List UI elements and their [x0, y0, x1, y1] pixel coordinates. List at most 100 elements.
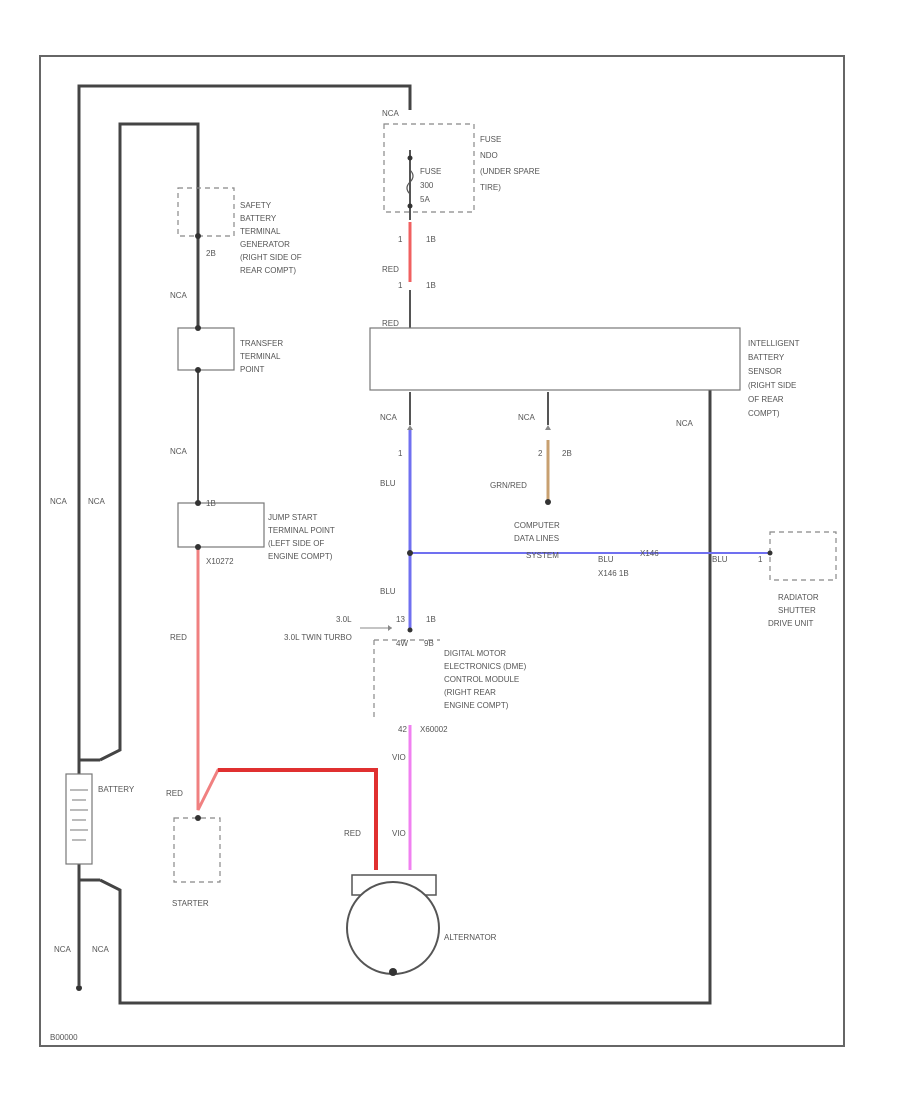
alternator-label: ALTERNATOR — [444, 933, 497, 942]
dme-label-2: ELECTRONICS (DME) — [444, 662, 527, 671]
pin-2b-label: 2B — [562, 449, 572, 458]
dme-label-3: CONTROL MODULE — [444, 675, 519, 684]
outer-loop-wire — [77, 84, 412, 950]
fuse-inner-label-3: 5A — [420, 195, 430, 204]
blu-4-label: BLU — [380, 587, 396, 596]
pin-2-label: 2 — [538, 449, 543, 458]
ibs-label-5: OF REAR — [748, 395, 784, 404]
transfer-label-3: POINT — [240, 365, 265, 374]
3-0l-label: 3.0L — [336, 615, 352, 624]
nca-ibs-left: NCA — [380, 413, 398, 422]
dme-label-4: (RIGHT REAR — [444, 688, 496, 697]
pin-42-label: 42 — [398, 725, 407, 734]
twin-turbo-pin-b-label: 9B — [424, 639, 434, 648]
red-left-label: RED — [170, 633, 187, 642]
nca-bot-1: NCA — [54, 945, 72, 954]
transfer-label-1: TRANSFER — [240, 339, 283, 348]
safety-label-1: SAFETY — [240, 201, 272, 210]
ground-dot — [76, 985, 82, 991]
jump-label-1: JUMP START — [268, 513, 317, 522]
computer-label-1: COMPUTER — [514, 521, 560, 530]
vio-1-label: VIO — [392, 753, 406, 762]
fuse-title-label-3: (UNDER SPARE — [480, 167, 540, 176]
starter-label: STARTER — [172, 899, 209, 908]
fuse-title-label: FUSE — [480, 135, 501, 144]
ibs-label-3: SENSOR — [748, 367, 782, 376]
vio-2-label: VIO — [392, 829, 406, 838]
3-0l-pin-label: 13 — [396, 615, 405, 624]
radiator-shutter-outline — [769, 531, 837, 581]
nca-ibs-mid: NCA — [518, 413, 536, 422]
x146-label: X146 — [640, 549, 659, 558]
ibs-red-label: RED — [382, 319, 399, 328]
3-0l-pin-b-label: 1B — [426, 615, 436, 624]
safety-label-5: (RIGHT SIDE OF — [240, 253, 302, 262]
ibs-label-1: INTELLIGENT — [748, 339, 800, 348]
fuse-title-label-2: NDO — [480, 151, 498, 160]
fuse-symbol-icon — [406, 169, 414, 195]
jump-code-label: X10272 — [206, 557, 234, 566]
safety-label-4: GENERATOR — [240, 240, 290, 249]
safety-label-3: TERMINAL — [240, 227, 281, 236]
fuse-pin-bot-b: 1B — [426, 281, 436, 290]
ibs-module-box — [369, 327, 741, 391]
jump-label-3: (LEFT SIDE OF — [268, 539, 324, 548]
fuse-red-label: RED — [382, 265, 399, 274]
nca-bot-2: NCA — [92, 945, 110, 954]
jump-label-2: TERMINAL POINT — [268, 526, 335, 535]
safety-label-2: BATTERY — [240, 214, 277, 223]
dme-code-label: X60002 — [420, 725, 448, 734]
red-alternator-wire — [218, 768, 378, 870]
fuse-box-outline — [383, 123, 475, 213]
nca-left-1: NCA — [170, 291, 188, 300]
inner-loop-wire — [99, 122, 200, 762]
computer-label-3: SYSTEM — [526, 551, 559, 560]
fuse-pin-top: 1 — [398, 235, 403, 244]
radiator-label-1: RADIATOR — [778, 593, 819, 602]
safety-label-6: REAR COMPT) — [240, 266, 296, 275]
ibs-label-4: (RIGHT SIDE — [748, 381, 796, 390]
battery-label: BATTERY — [98, 785, 135, 794]
twin-turbo-label: 3.0L TWIN TURBO — [284, 633, 352, 642]
safety-terminal-outline — [177, 187, 235, 237]
fuse-inner-label-1: FUSE — [420, 167, 441, 176]
grn-red-terminal — [545, 499, 551, 505]
bottom-loop-wire — [99, 390, 712, 1005]
nca-top-label: NCA — [382, 109, 400, 118]
twin-turbo-pin-label: 4W — [396, 639, 408, 648]
transfer-label-2: TERMINAL — [240, 352, 281, 361]
red-alt-label: RED — [344, 829, 361, 838]
red-batt-label: RED — [166, 789, 183, 798]
diagram-frame — [39, 55, 845, 1047]
ibs-label-6: COMPT) — [748, 409, 780, 418]
nca-inner-label: NCA — [88, 497, 106, 506]
nca-outer-label: NCA — [50, 497, 68, 506]
jump-pin-label: 1B — [206, 499, 216, 508]
pin-c1-label: 1 — [758, 555, 763, 564]
x146-pin-label: X146 1B — [598, 569, 629, 578]
jump-label-4: ENGINE COMPT) — [268, 552, 333, 561]
red-starter-wire — [196, 548, 378, 870]
blu-3-label: BLU — [712, 555, 728, 564]
dme-label-5: ENGINE COMPT) — [444, 701, 509, 710]
grn-red-label: GRN/RED — [490, 481, 527, 490]
blu-1-label: BLU — [380, 479, 396, 488]
fuse-inner-label-2: 300 — [420, 181, 434, 190]
dme-label-1: DIGITAL MOTOR — [444, 649, 506, 658]
nca-left-2: NCA — [170, 447, 188, 456]
pin-1-label: 1 — [398, 449, 403, 458]
alternator-icon — [346, 881, 440, 975]
computer-label-2: DATA LINES — [514, 534, 559, 543]
jump-start-box — [177, 502, 265, 548]
radiator-label-2: SHUTTER — [778, 606, 816, 615]
battery-icon — [65, 773, 93, 865]
safety-pin-label: 2B — [206, 249, 216, 258]
radiator-label-3: DRIVE UNIT — [768, 619, 813, 628]
blu-2-label: BLU — [598, 555, 614, 564]
footer-code: B00000 — [50, 1033, 78, 1042]
fuse-pin-top-b: 1B — [426, 235, 436, 244]
fuse-title-label-4: TIRE) — [480, 183, 501, 192]
starter-outline — [173, 817, 221, 883]
nca-right: NCA — [676, 419, 694, 428]
